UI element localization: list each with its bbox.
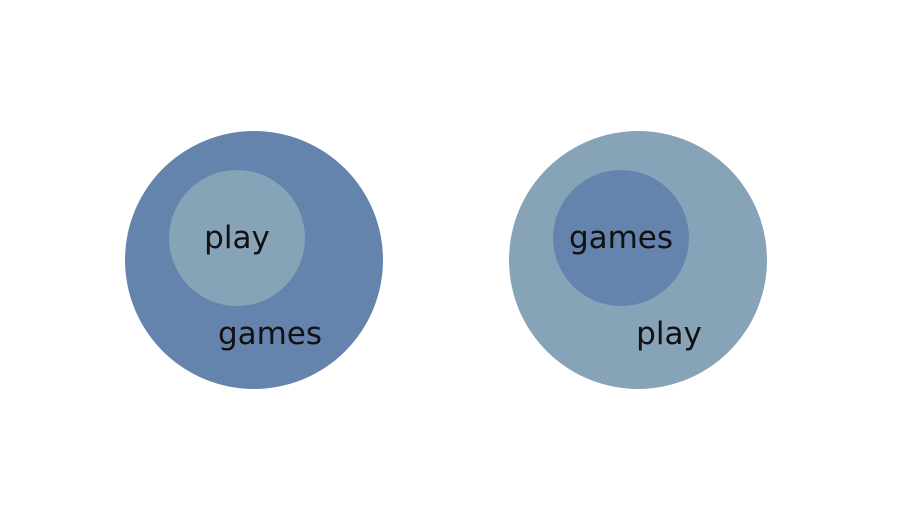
outer-label: play	[636, 316, 702, 352]
diagram-play-contains-games: games play	[509, 131, 767, 389]
inner-label: games	[569, 220, 673, 256]
inner-circle	[553, 170, 689, 306]
inner-circle	[169, 170, 305, 306]
outer-label: games	[218, 316, 322, 352]
diagram-games-contains-play: play games	[125, 131, 383, 389]
inner-label: play	[204, 220, 270, 256]
